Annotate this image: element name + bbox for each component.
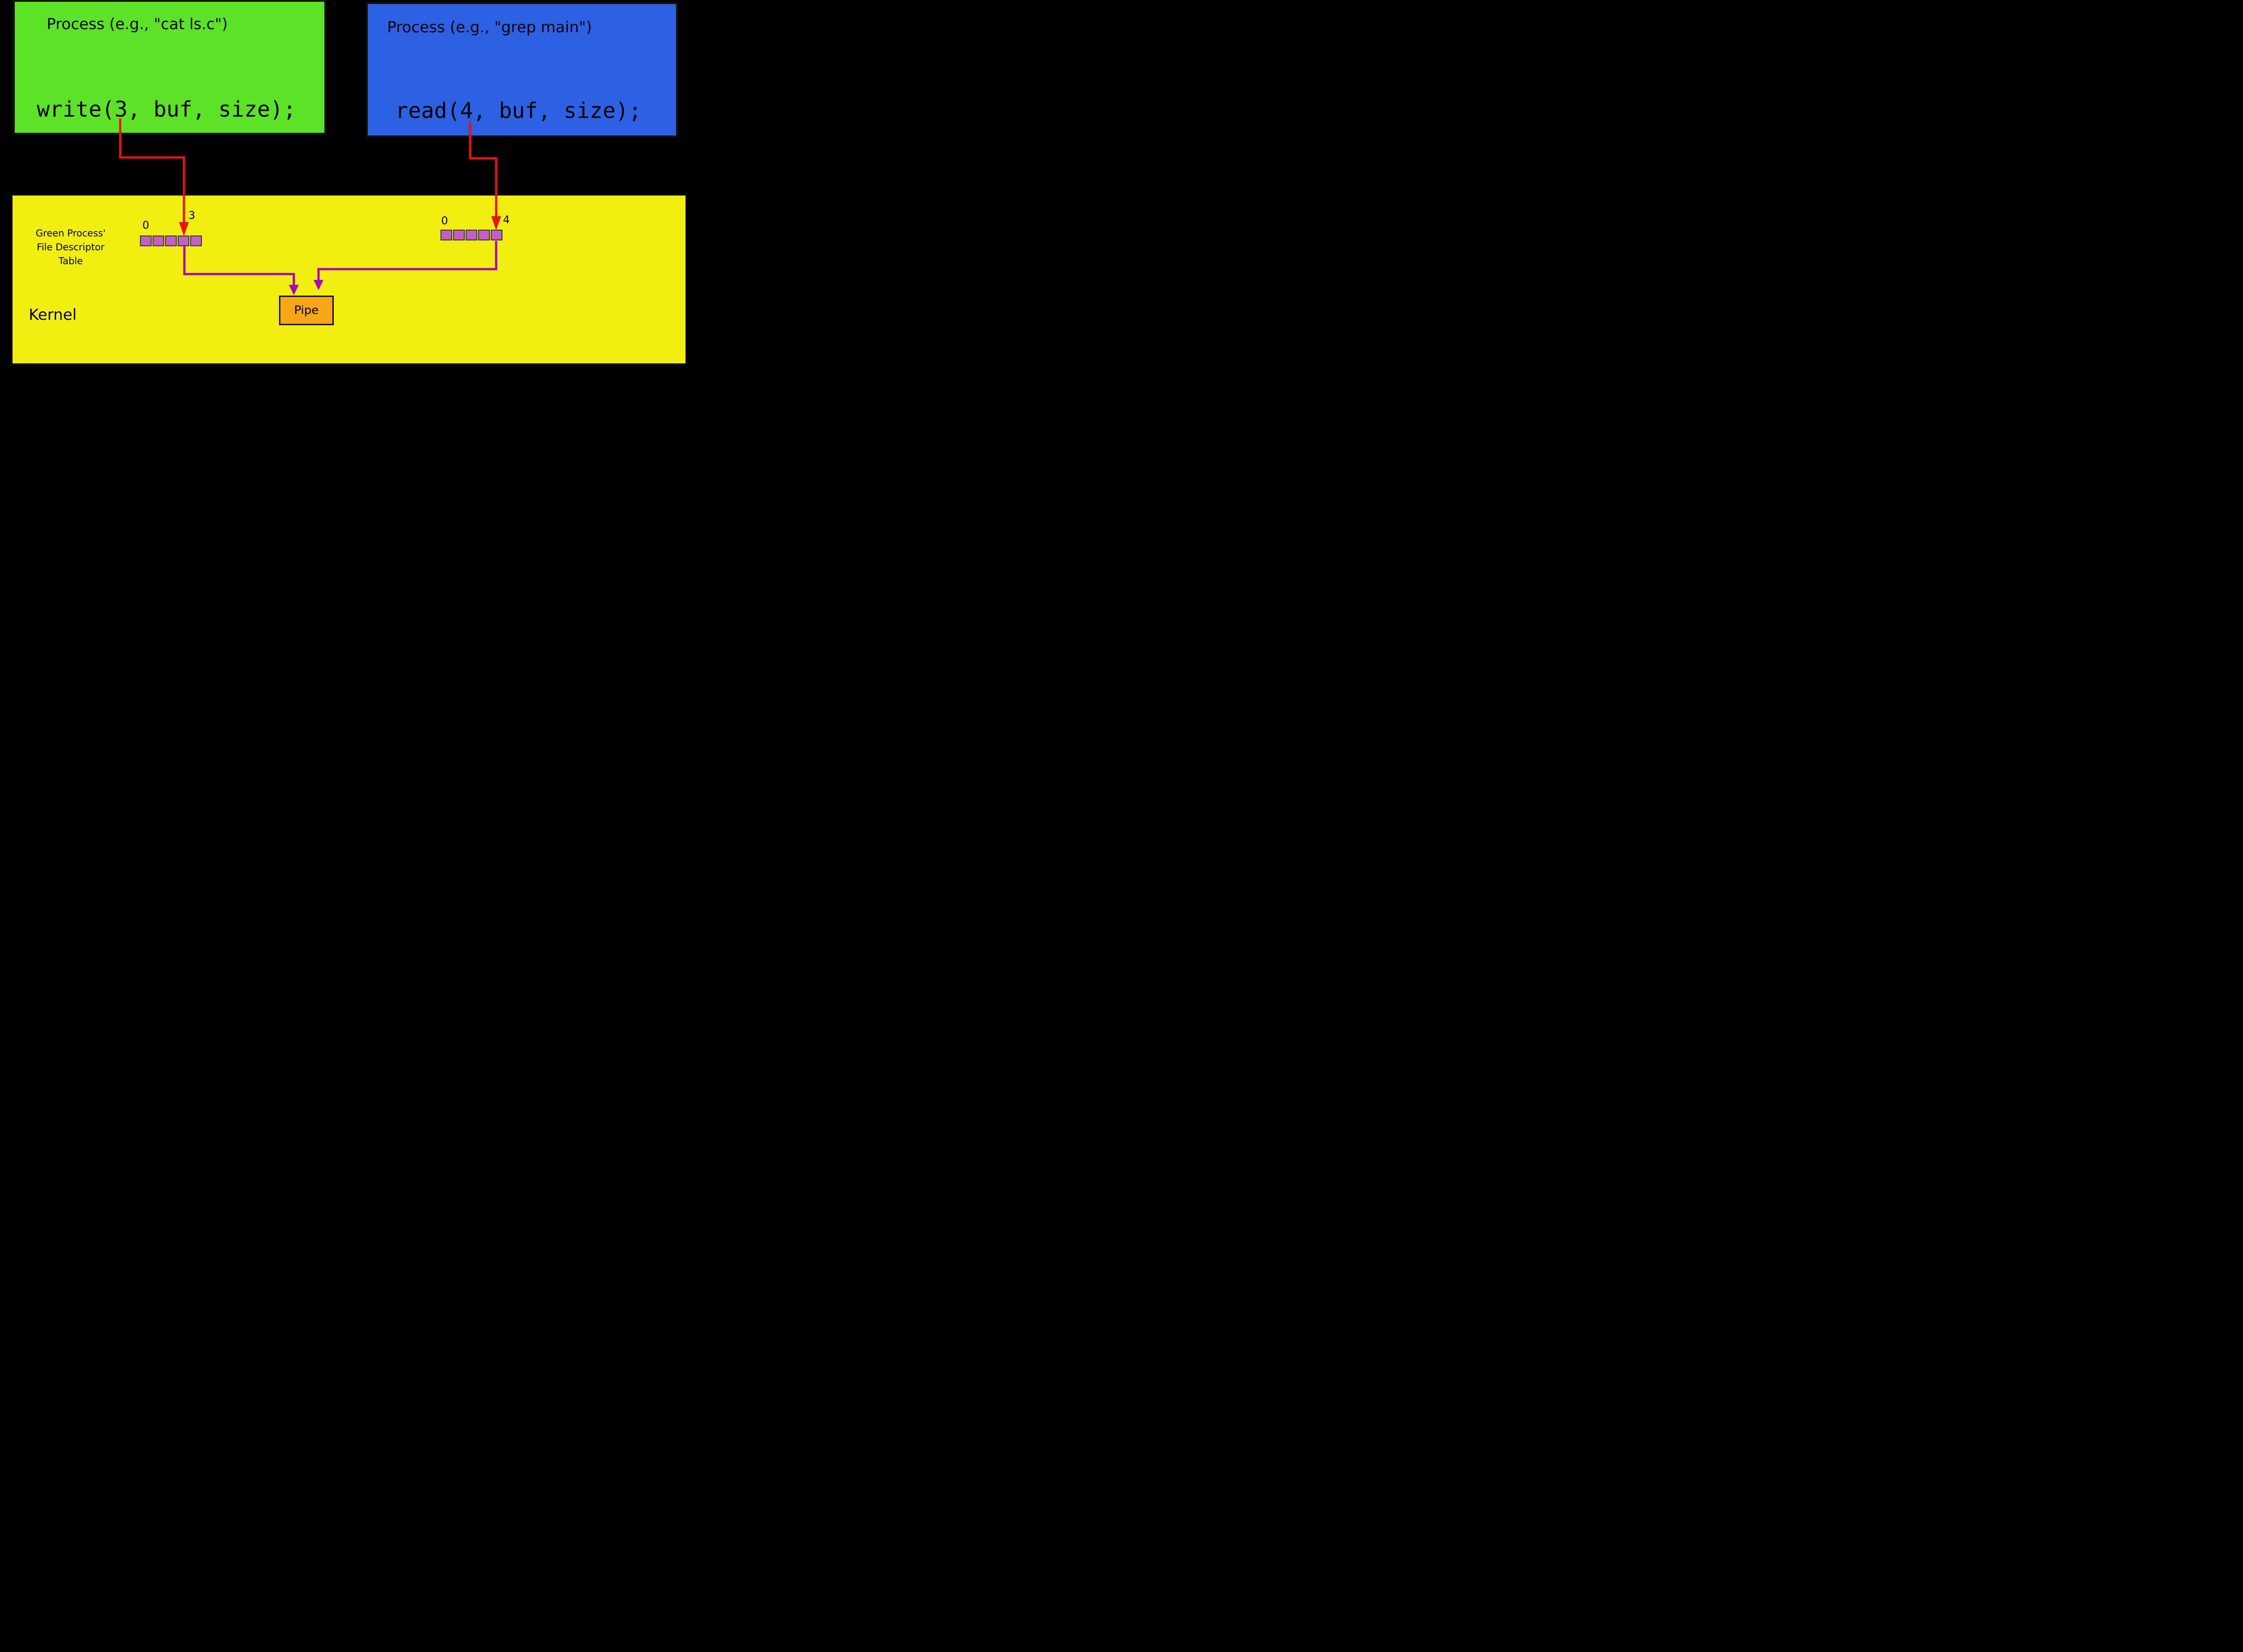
- kernel-box: Green Process' File Descriptor Table 0 3…: [11, 194, 687, 365]
- green-process-box: Process (e.g., "cat ls.c") write(3, buf,…: [13, 0, 326, 135]
- pipe-label: Pipe: [294, 304, 319, 317]
- blue-fd-index-4-label: 4: [503, 214, 510, 226]
- kernel-label: Kernel: [29, 306, 77, 324]
- fd-table-caption-line3: Table: [58, 256, 83, 266]
- green-fd-index-3-label: 3: [188, 209, 196, 222]
- blue-process-read-syscall: read(4, buf, size);: [395, 98, 642, 123]
- green-fd-table: [140, 235, 202, 246]
- fd-cell-0: [140, 235, 152, 246]
- fd-table-caption-line1: Green Process': [35, 228, 106, 239]
- fd-cell-1: [153, 235, 164, 246]
- fd-cell-4: [491, 230, 502, 240]
- fd-table-caption: Green Process' File Descriptor Table: [27, 227, 114, 268]
- fd-cell-4: [190, 235, 202, 246]
- blue-process-box: Process (e.g., "grep main") read(4, buf,…: [366, 2, 678, 137]
- fd-cell-2: [165, 235, 177, 246]
- pipe-ipc-diagram: Process (e.g., "cat ls.c") write(3, buf,…: [0, 0, 703, 365]
- green-process-write-syscall: write(3, buf, size);: [37, 97, 296, 122]
- fd-cell-3: [178, 235, 189, 246]
- fd-table-caption-line2: File Descriptor: [37, 242, 105, 253]
- fd-cell-2: [466, 230, 477, 240]
- fd-cell-3: [478, 230, 490, 240]
- green-process-title: Process (e.g., "cat ls.c"): [47, 15, 228, 33]
- fd-cell-0: [441, 230, 452, 240]
- fd-cell-1: [453, 230, 465, 240]
- blue-process-title: Process (e.g., "grep main"): [387, 18, 592, 36]
- green-fd-index-0-label: 0: [142, 219, 149, 231]
- blue-fd-index-0-label: 0: [441, 214, 448, 227]
- blue-fd-table: [441, 230, 502, 240]
- pipe-box: Pipe: [279, 296, 334, 325]
